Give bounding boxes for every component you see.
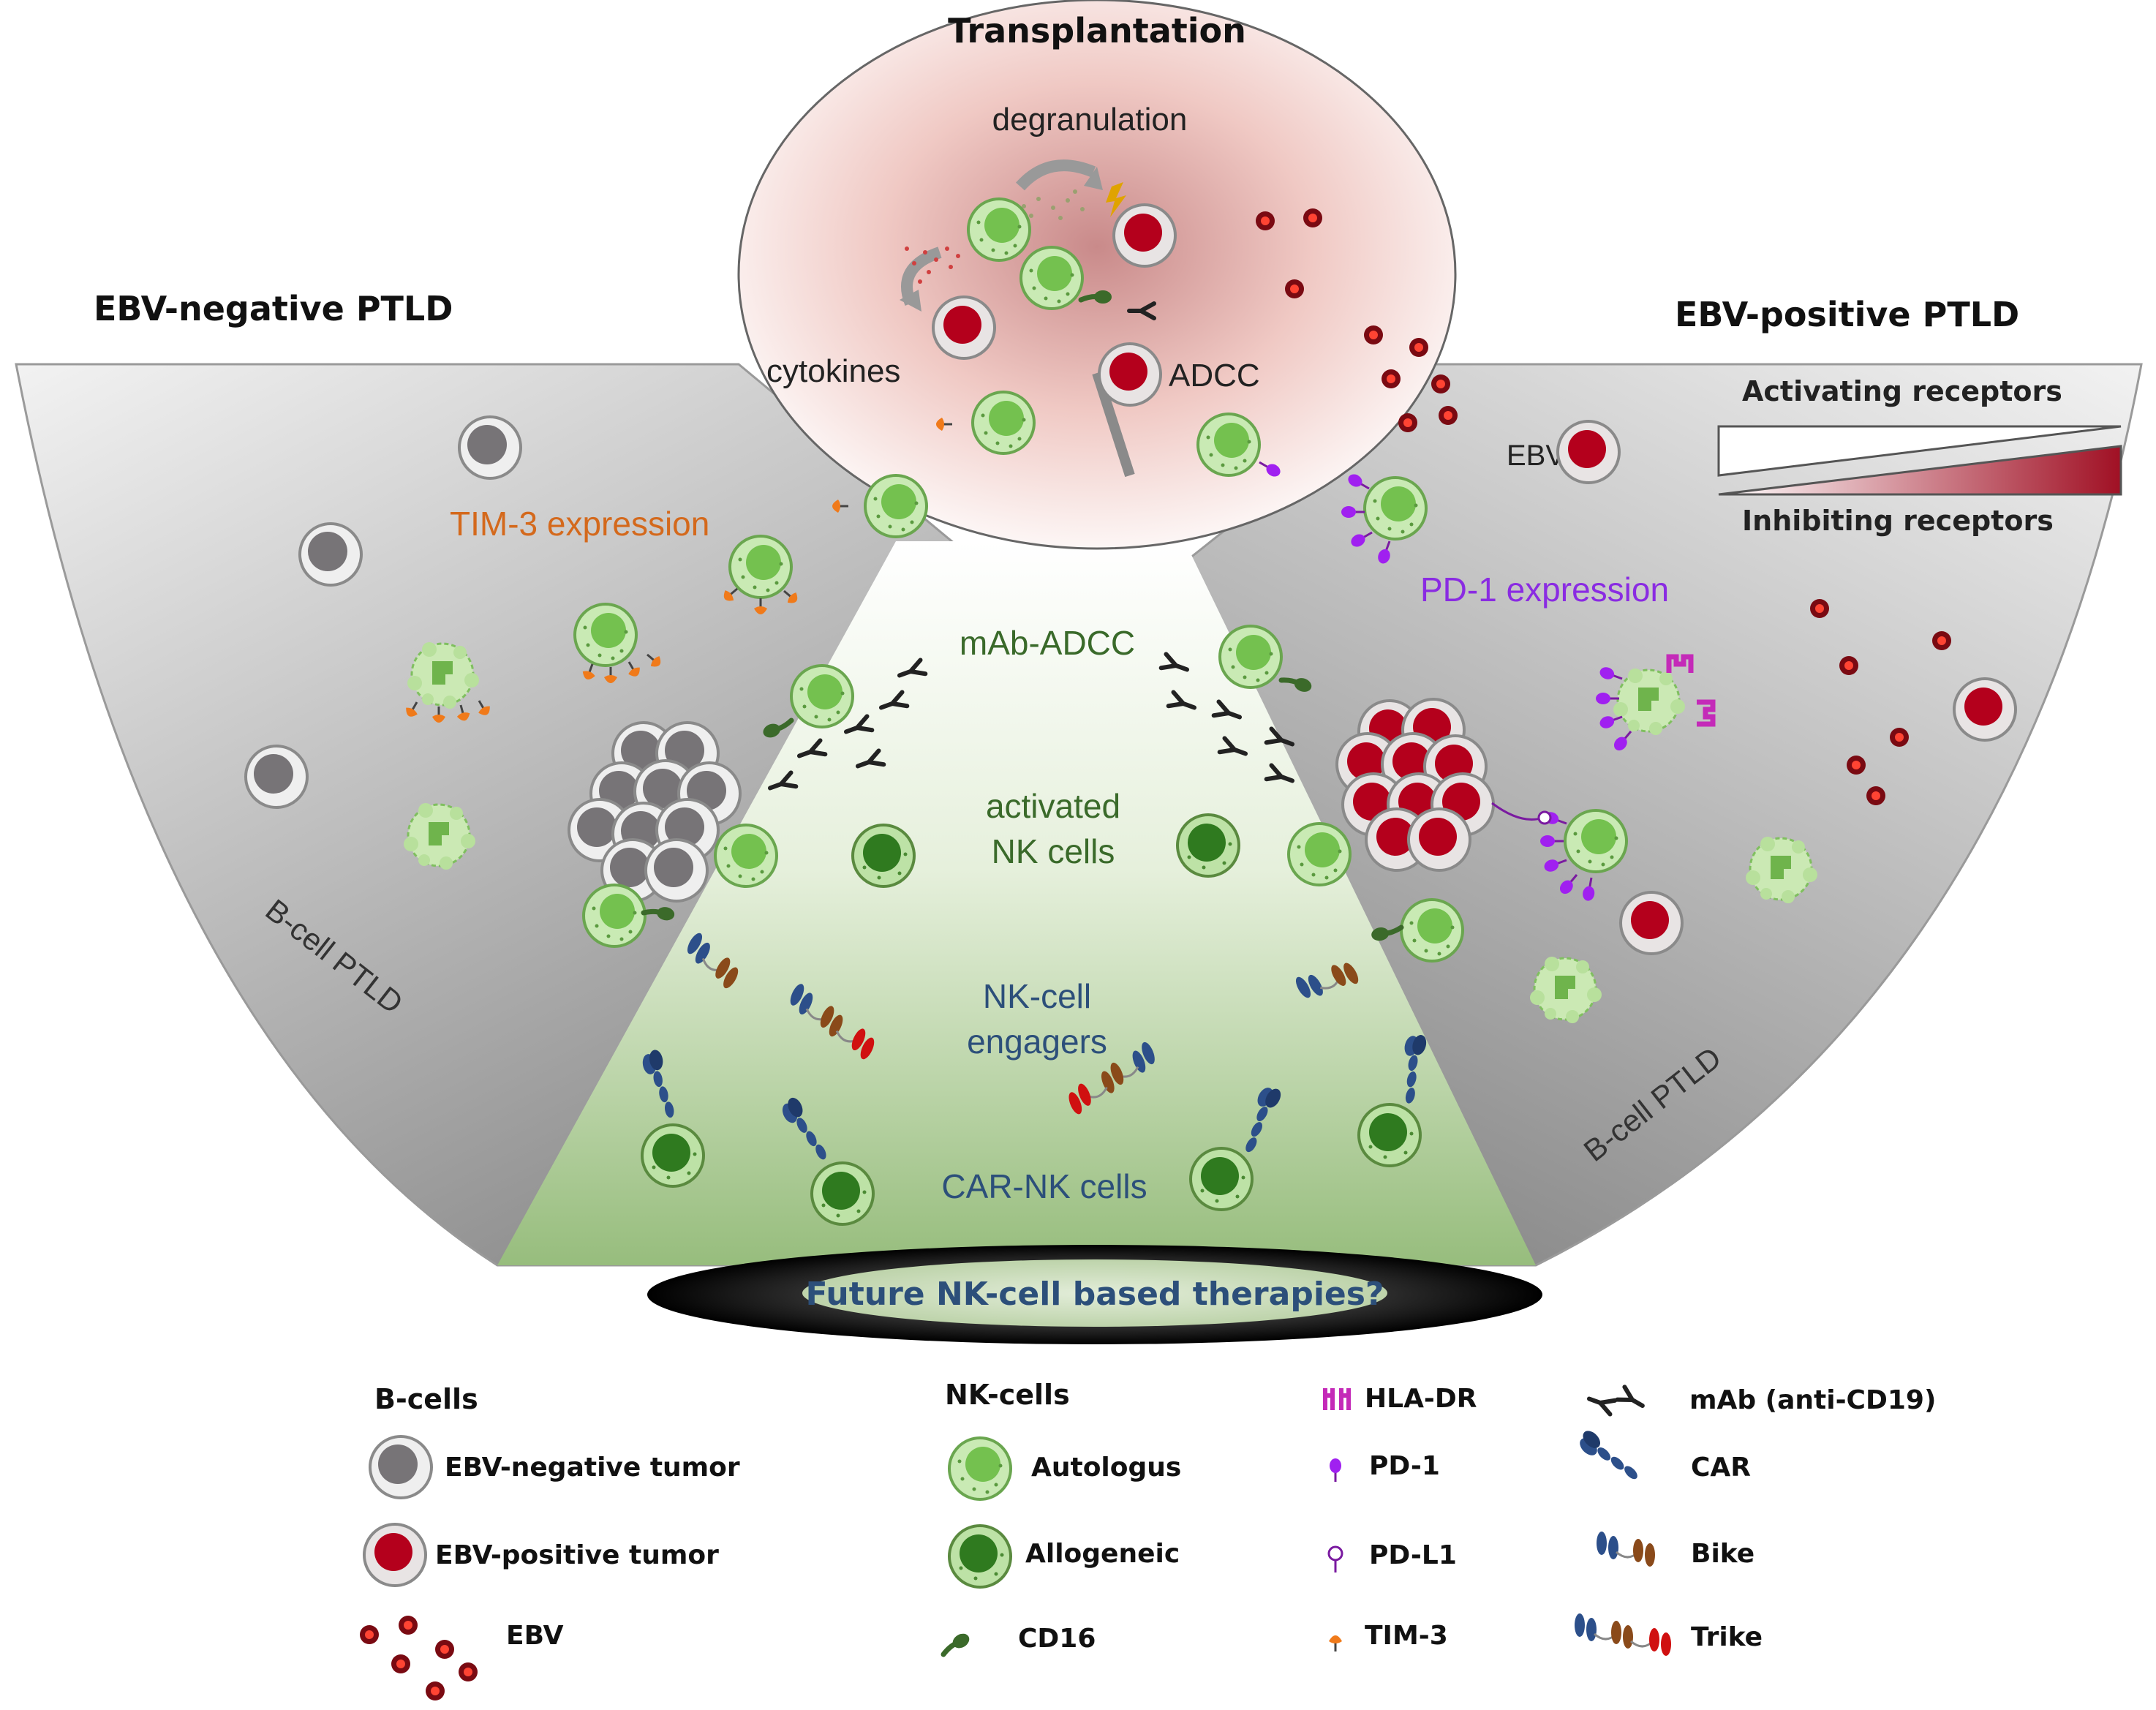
nk-cell-autologous [1196,413,1261,477]
legend-mab-icon [1587,1387,1646,1414]
legend-pdl1-icon [1327,1545,1343,1572]
ebv-positive-tumor [1556,420,1621,484]
ebv-positive-tumor [1098,342,1162,407]
nk-cell-autologous [714,824,778,888]
activating-receptors-label: Activating receptors [1742,375,2062,407]
pd-l1-ligand [1537,810,1552,825]
nk-cell-autologous [1218,625,1283,689]
legend-nkcells-title: NK-cells [945,1379,1070,1411]
granule-dots [1022,189,1085,220]
nk-cell-autologous [728,535,793,599]
nk-cell-autologous [790,664,854,728]
legend-cd16-icon [939,1631,972,1658]
lightning-icon [1106,182,1126,217]
ebv-negative-tumor [298,522,363,587]
nk-cell-allogeneic [851,824,916,888]
tim3-expression-label: TIM-3 expression [450,505,709,543]
legend-bike: Bike [1691,1539,1754,1569]
legend-hla-dr: HLA-DR [1365,1384,1477,1414]
cytokine-arrowhead [900,290,921,312]
legend-pdl1: PD-L1 [1369,1540,1457,1570]
legend-tim3: TIM-3 [1365,1621,1448,1651]
legend-bcells-title: B-cells [374,1383,478,1415]
future-therapies-label: Future NK-cell based therapies? [806,1276,1384,1313]
nk-cell-autologous [1363,476,1428,541]
ebv-positive-tumor [1619,891,1684,955]
left-title: EBV-negative PTLD [94,289,453,328]
nk-cell-autologous [971,391,1036,455]
degranulation-label: degranulation [992,102,1188,138]
ebv-negative-tumor [244,745,309,809]
base-disc-light [802,1259,1387,1327]
adcc-label: ADCC [1169,358,1260,393]
ebv-negative-tumor [458,415,522,480]
legend-trike: Trike [1691,1622,1763,1652]
legend-bike-icon [1595,1530,1656,1568]
nk-cell-autologous [582,884,647,948]
mab-adcc-label: mAb-ADCC [960,624,1135,662]
activating-receptors-bar [1717,425,2122,477]
legend-ebv-positive-icon [363,1523,427,1587]
nk-cell-autologous [1287,822,1352,886]
top-title: Transplantation [948,11,1246,50]
legend-car-icon [1574,1425,1640,1491]
legend-ebv-negative-icon [369,1435,433,1499]
nk-cell-autologous [1019,246,1084,310]
legend-allogeneic: Allogeneic [1025,1539,1180,1569]
legend-tim3-icon [1327,1634,1343,1653]
car-nk-label: CAR-NK cells [941,1167,1147,1205]
trike-engager-right [1068,1039,1163,1115]
inhibiting-receptors-label: Inhibiting receptors [1742,505,2054,537]
legend-mab: mAb (anti-CD19) [1689,1385,1936,1415]
car-nk-cell [1189,1147,1254,1211]
ebv-positive-tumor [1112,203,1177,268]
degranulation-arrow [1016,159,1096,191]
nk-cell-autologous [1564,809,1628,873]
legend-ebv-negative-tumor: EBV-negative tumor [445,1453,740,1483]
degranulation-arrowhead [1084,167,1103,190]
transplantation-circle [737,0,1457,550]
legend-autologus: Autologus [1031,1453,1181,1483]
legend-ebv-positive-tumor: EBV-positive tumor [435,1540,719,1570]
legend-trike-icon [1573,1612,1671,1656]
nk-cell-autologous [967,197,1031,262]
legend-hla-dr-icon [1323,1388,1351,1410]
trike-engager-left [781,981,875,1060]
legend-pd1: PD-1 [1369,1451,1440,1481]
hla-dr-receptors [1666,654,1716,727]
car-nk-cell [810,1161,875,1226]
ebv-positive-tumor [932,295,996,360]
nk-cell-autologous [864,474,928,538]
legend-ebv-icon [360,1616,478,1700]
engagers-label-2: engagers [967,1022,1107,1061]
car-nk-cell [641,1123,705,1188]
ebv-positive-tumor [1953,677,2017,742]
nk-cell-autologous [573,603,638,667]
car-nk-cell [1357,1103,1422,1167]
ebv-label: EBV [1507,440,1565,472]
legend-ebv: EBV [506,1621,564,1651]
legend-pd1-icon [1328,1457,1343,1483]
nk-cell-allogeneic [1176,813,1240,878]
legend-car: CAR [1691,1453,1751,1483]
right-title: EBV-positive PTLD [1675,295,2019,334]
activated-nk-label-1: activated [986,787,1120,825]
activated-nk-label-2: NK cells [992,832,1115,870]
center-panel-bg [497,541,1536,1265]
cytokines-label: cytokines [766,353,900,389]
engagers-label-1: NK-cell [983,977,1091,1015]
legend-autologus-icon [948,1436,1012,1501]
cytokine-dots [905,246,960,284]
legend-cd16: CD16 [1018,1624,1096,1654]
pd1-expression-label: PD-1 expression [1420,570,1669,609]
legend-allogeneic-icon [948,1524,1012,1589]
legend: B-cells EBV-negative tumor EBV-positive … [360,1379,1936,1700]
inhibiting-receptors-bar [1718,445,2122,496]
nk-cell-autologous [1400,898,1464,963]
